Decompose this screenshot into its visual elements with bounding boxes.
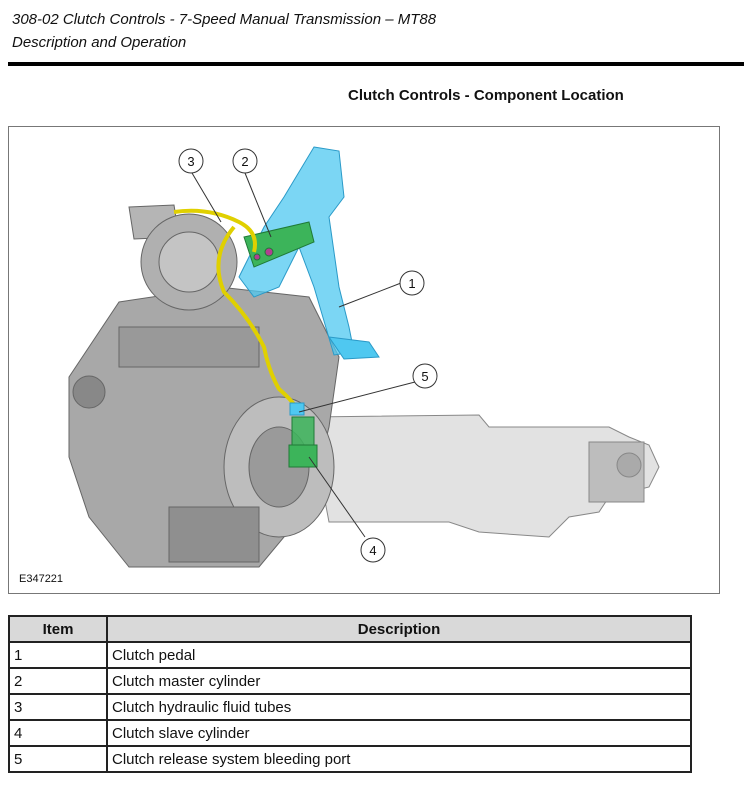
table-row: 1 Clutch pedal	[8, 641, 692, 669]
table-row: 4 Clutch slave cylinder	[8, 719, 692, 747]
component-location-figure: 3 2 1 5 4 E347221	[8, 126, 720, 594]
engine-illustration	[68, 204, 340, 568]
bleeding-port-illustration	[289, 402, 305, 416]
table-row: 3 Clutch hydraulic fluid tubes	[8, 693, 692, 721]
item-cell: 4	[8, 719, 108, 747]
section-title: Clutch Controls - Component Location	[348, 87, 624, 104]
table-header-row: Item Description	[8, 615, 692, 643]
callout-5: 5	[421, 369, 428, 384]
callout-badges	[178, 148, 438, 563]
document-title: 308-02 Clutch Controls - 7-Speed Manual …	[12, 11, 437, 28]
callout-1: 1	[408, 276, 415, 291]
column-header-item: Item	[8, 615, 108, 643]
description-cell: Clutch slave cylinder	[106, 719, 692, 747]
transmission-illustration	[308, 414, 660, 538]
header-rule	[8, 62, 744, 66]
callout-4: 4	[369, 543, 376, 558]
description-cell: Clutch release system bleeding port	[106, 745, 692, 773]
hydraulic-fluid-tubes-illustration	[173, 208, 301, 413]
clutch-slave-cylinder-illustration	[288, 416, 318, 468]
item-cell: 1	[8, 641, 108, 669]
document-subtitle: Description and Operation	[12, 34, 187, 51]
component-table: Item Description 1 Clutch pedal 2 Clutch…	[8, 615, 692, 773]
description-cell: Clutch hydraulic fluid tubes	[106, 693, 692, 721]
clutch-pedal-illustration	[238, 146, 380, 360]
callout-leaders	[191, 172, 416, 538]
callout-3: 3	[187, 154, 194, 169]
item-cell: 2	[8, 667, 108, 695]
table-row: 5 Clutch release system bleeding port	[8, 745, 692, 773]
description-cell: Clutch pedal	[106, 641, 692, 669]
column-header-description: Description	[106, 615, 692, 643]
figure-id: E347221	[19, 573, 64, 585]
callout-2: 2	[241, 154, 248, 169]
callout-labels: 3 2 1 5 4	[187, 154, 428, 558]
item-cell: 3	[8, 693, 108, 721]
drivetrain-illustration: 3 2 1 5 4	[68, 146, 660, 568]
document-header: 308-02 Clutch Controls - 7-Speed Manual …	[12, 8, 436, 54]
table-row: 2 Clutch master cylinder	[8, 667, 692, 695]
clutch-master-cylinder-illustration	[243, 221, 315, 268]
description-cell: Clutch master cylinder	[106, 667, 692, 695]
item-cell: 5	[8, 745, 108, 773]
